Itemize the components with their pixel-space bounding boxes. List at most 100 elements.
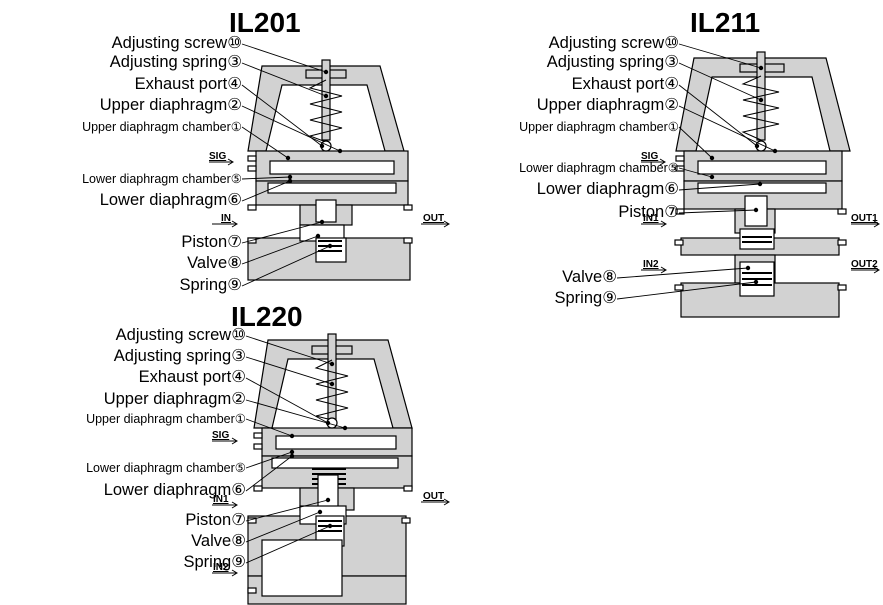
- label-piston: Piston⑦: [185, 511, 246, 529]
- label-lower-chamber: Lower diaphragm chamber⑤: [86, 461, 246, 475]
- port-in2: IN2: [643, 259, 659, 270]
- port-nub: [253, 485, 263, 492]
- leader: [245, 511, 321, 543]
- label-valve: Valve⑧: [187, 254, 242, 272]
- port-in1: IN1: [213, 494, 229, 505]
- port-nub: [674, 239, 684, 246]
- leader: [678, 84, 758, 147]
- arrow-icon: [851, 266, 880, 274]
- leader: [241, 180, 291, 202]
- adjusting-spring: [308, 79, 343, 143]
- port-nub: [247, 155, 257, 162]
- diagram-il201: IL201 Adjusting screw⑩ Adjusting sp: [82, 7, 450, 294]
- label-upper-chamber: Upper diaphragm chamber①: [82, 120, 242, 134]
- diagram-title: IL220: [231, 301, 303, 332]
- label-exhaust-port: Exhaust port④: [135, 75, 242, 93]
- label-upper-chamber: Upper diaphragm chamber①: [519, 120, 679, 134]
- port-in: IN: [221, 213, 231, 224]
- in2-passage: [261, 539, 343, 597]
- leader: [241, 62, 327, 97]
- port-sig: SIG: [212, 430, 229, 441]
- adjusting-spring: [314, 359, 349, 421]
- label-upper-diaphragm: Upper diaphragm②: [537, 96, 679, 114]
- leader: [241, 43, 327, 73]
- label-lower-diaphragm: Lower diaphragm⑥: [104, 481, 246, 499]
- leader: [678, 43, 762, 69]
- port-out: OUT: [423, 491, 444, 502]
- port-nub: [675, 155, 685, 162]
- port-sig: SIG: [641, 151, 658, 162]
- diagram-il220: IL220 Adjusting screw⑩ Adjusting spring③…: [86, 301, 450, 605]
- label-valve: Valve⑧: [562, 268, 617, 286]
- leader: [245, 499, 329, 522]
- arrow-icon: [212, 569, 238, 577]
- port-nub: [674, 284, 684, 291]
- upper-chamber: [269, 160, 395, 175]
- arrow-icon: [641, 220, 667, 228]
- arrow-icon: [212, 220, 238, 228]
- port-nub: [403, 485, 413, 492]
- valve-spring-upper: [742, 236, 772, 243]
- diagram-il211: IL211 Adjusting screw⑩ Adjusting spring③…: [519, 7, 880, 318]
- leader: [245, 455, 293, 492]
- piston: [315, 199, 337, 223]
- label-spring: Spring⑨: [180, 276, 243, 294]
- leader: [245, 451, 293, 469]
- diagram-title: IL201: [229, 7, 301, 38]
- label-valve: Valve⑧: [191, 532, 246, 550]
- port-in1: IN1: [643, 213, 659, 224]
- leader: [241, 176, 291, 180]
- port-nub: [401, 517, 411, 524]
- label-lower-chamber: Lower diaphragm chamber⑤: [82, 172, 242, 186]
- port-nub: [675, 208, 685, 215]
- arrow-icon: [851, 220, 880, 228]
- leader: [678, 62, 762, 101]
- label-piston: Piston⑦: [618, 203, 679, 221]
- label-upper-diaphragm: Upper diaphragm②: [100, 96, 242, 114]
- upper-chamber: [697, 160, 827, 175]
- valve-spring-lower: [742, 272, 772, 286]
- leader: [678, 183, 761, 191]
- leader: [616, 267, 749, 279]
- port-out1: OUT1: [851, 213, 878, 224]
- port-nub: [403, 204, 413, 211]
- leader: [245, 418, 293, 437]
- label-lower-chamber: Lower diaphragm chamber⑤: [519, 161, 679, 175]
- label-spring: Spring⑨: [184, 553, 247, 571]
- label-upper-diaphragm: Upper diaphragm②: [104, 390, 246, 408]
- port-nub: [837, 284, 847, 291]
- adjusting-screw: [327, 333, 337, 421]
- leader: [241, 235, 319, 265]
- label-piston: Piston⑦: [181, 233, 242, 251]
- port-sig: SIG: [209, 151, 226, 162]
- leader: [245, 356, 333, 385]
- leader: [678, 209, 757, 214]
- piston: [317, 474, 339, 510]
- arrow-icon: [212, 437, 238, 445]
- port-nub: [247, 587, 257, 594]
- port-nub: [837, 208, 847, 215]
- leader: [678, 167, 713, 178]
- valve-chamber-upper: [739, 228, 775, 250]
- leader: [678, 105, 776, 152]
- leader: [245, 377, 329, 424]
- leader: [241, 84, 323, 147]
- label-adjusting-screw: Adjusting screw⑩: [112, 34, 242, 52]
- leader: [241, 126, 289, 159]
- label-adjusting-screw: Adjusting screw⑩: [549, 34, 679, 52]
- port-out2: OUT2: [851, 259, 878, 270]
- arrow-icon: [421, 220, 450, 228]
- port-out: OUT: [423, 213, 444, 224]
- port-nub: [837, 239, 847, 246]
- arrow-icon: [641, 266, 667, 274]
- label-lower-diaphragm: Lower diaphragm⑥: [100, 191, 242, 209]
- label-exhaust-port: Exhaust port④: [572, 75, 679, 93]
- leader: [241, 105, 341, 152]
- label-upper-chamber: Upper diaphragm chamber①: [86, 412, 246, 426]
- lower-chamber: [267, 182, 397, 194]
- leader: [245, 525, 331, 564]
- arrow-icon: [421, 498, 450, 506]
- port-nub: [247, 165, 257, 172]
- label-exhaust-port: Exhaust port④: [139, 368, 246, 386]
